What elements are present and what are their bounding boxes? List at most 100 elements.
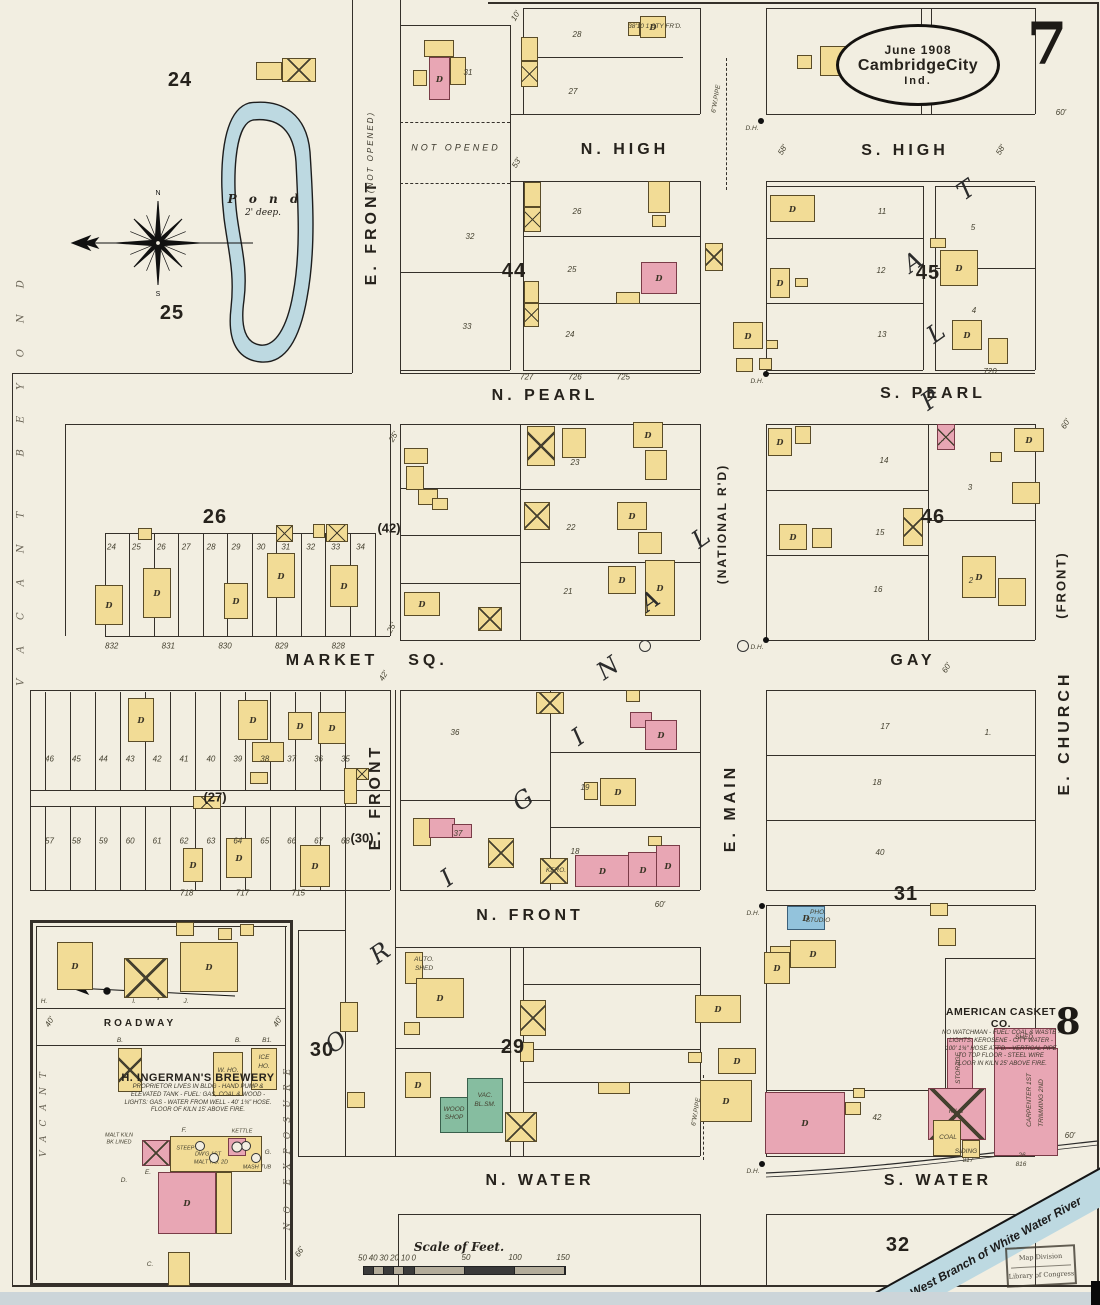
- map-label: S. WATER: [883, 1172, 993, 1189]
- building: [998, 578, 1026, 606]
- map-label: HO.: [258, 1062, 270, 1070]
- building: D: [770, 195, 815, 222]
- map-label: 26: [1018, 1151, 1026, 1159]
- block-line: [36, 926, 37, 1280]
- dwelling-letter: D: [963, 330, 971, 340]
- dwelling-letter: D: [656, 583, 664, 593]
- stamp-line2: Library of Congress: [1008, 1269, 1075, 1281]
- cross-hatch-icon: [143, 1141, 169, 1165]
- map-label: 720: [983, 367, 997, 376]
- dwelling-letter: D: [657, 730, 665, 740]
- building: [478, 607, 502, 631]
- dwelling-letter: D: [801, 1118, 809, 1128]
- map-label: F.: [181, 1126, 187, 1134]
- building: [616, 292, 640, 304]
- casket-title: AMERICAN CASKET CO.: [945, 1006, 1057, 1030]
- dwelling-letter: D: [776, 278, 784, 288]
- dwelling-letter: D: [436, 993, 444, 1003]
- block-line: [766, 755, 1035, 756]
- map-label: 32: [885, 1234, 911, 1256]
- building: [797, 55, 812, 69]
- block-line: [523, 303, 700, 304]
- map-label: SHOP: [444, 1113, 464, 1121]
- lot-number: 725: [616, 372, 630, 382]
- building: [256, 62, 282, 80]
- building: [142, 1140, 170, 1166]
- dwelling-letter: D: [955, 263, 963, 273]
- map-label: I: [435, 863, 459, 893]
- building: D: [940, 250, 978, 286]
- block-line: [766, 424, 1035, 425]
- dwelling-letter: D: [277, 570, 285, 581]
- block-line: [295, 692, 296, 790]
- map-label: D.H.: [750, 377, 764, 385]
- lot-number: 39: [233, 754, 243, 764]
- building: [505, 1112, 537, 1142]
- dwelling-letter: D: [722, 1096, 730, 1106]
- block-line: [400, 890, 700, 891]
- lot-number: 20: [390, 1253, 400, 1263]
- building: [405, 952, 423, 984]
- block-line: [95, 806, 96, 890]
- map-label: COAL: [939, 1133, 957, 1141]
- block-line: [390, 690, 391, 890]
- block-line: [523, 236, 700, 237]
- dwelling-letter: D: [789, 532, 797, 542]
- map-label: 25': [385, 620, 399, 635]
- lot-number: 40: [206, 754, 216, 764]
- building: D: [718, 1048, 756, 1074]
- map-label: 42': [377, 668, 391, 683]
- building: [628, 22, 640, 36]
- block-line: [252, 533, 253, 636]
- block-line: [220, 692, 221, 790]
- block-line: [766, 905, 1035, 906]
- block-line: [400, 424, 401, 640]
- block-line: [520, 562, 700, 563]
- building: [467, 1078, 503, 1133]
- block-line: [935, 186, 1035, 187]
- lot-number: 31: [281, 542, 291, 552]
- block-line: [935, 370, 1035, 371]
- block-line: [129, 533, 130, 636]
- map-label: I.: [132, 997, 136, 1005]
- marker-circle: [241, 1141, 251, 1151]
- lot-number: 40: [368, 1253, 378, 1263]
- map-label: SHED: [414, 964, 434, 972]
- map-label: N. WATER: [485, 1172, 595, 1189]
- map-label: 15: [875, 528, 885, 537]
- building: [432, 498, 448, 510]
- block-line: [945, 958, 946, 1156]
- building: D: [656, 845, 680, 887]
- block-line: [145, 806, 146, 890]
- map-label: 23: [570, 458, 580, 467]
- building: [138, 528, 152, 540]
- map-label: 58': [994, 142, 1008, 157]
- building: [413, 70, 427, 86]
- building: D: [645, 720, 677, 750]
- block-line: [400, 488, 520, 489]
- block-line: [523, 984, 700, 985]
- map-label: 22: [566, 523, 576, 532]
- block-line: [766, 181, 1035, 182]
- block-line: [30, 790, 390, 791]
- map-label: ROADWAY: [103, 1018, 177, 1029]
- scale-bar-cell: [404, 1267, 415, 1274]
- lot-number: 36: [314, 754, 323, 764]
- map-label: 2' deep.: [244, 208, 282, 218]
- hydrant-dot: [758, 118, 764, 124]
- block-line: [298, 930, 345, 931]
- map-label: (NATIONAL R'D): [715, 463, 729, 585]
- map-label: R: [364, 936, 396, 970]
- hydrant-dot: [759, 903, 765, 909]
- block-line: [65, 424, 66, 636]
- building: [994, 1028, 1056, 1048]
- map-label: VACANT: [39, 1063, 49, 1157]
- map-label: MASH TUB: [242, 1164, 272, 1171]
- block-line: [325, 533, 326, 636]
- cross-hatch-icon: [525, 208, 540, 231]
- block-line: [700, 690, 701, 890]
- map-label: E. MAIN: [722, 763, 739, 853]
- map-label: C.: [146, 1260, 154, 1268]
- building: [688, 1052, 702, 1063]
